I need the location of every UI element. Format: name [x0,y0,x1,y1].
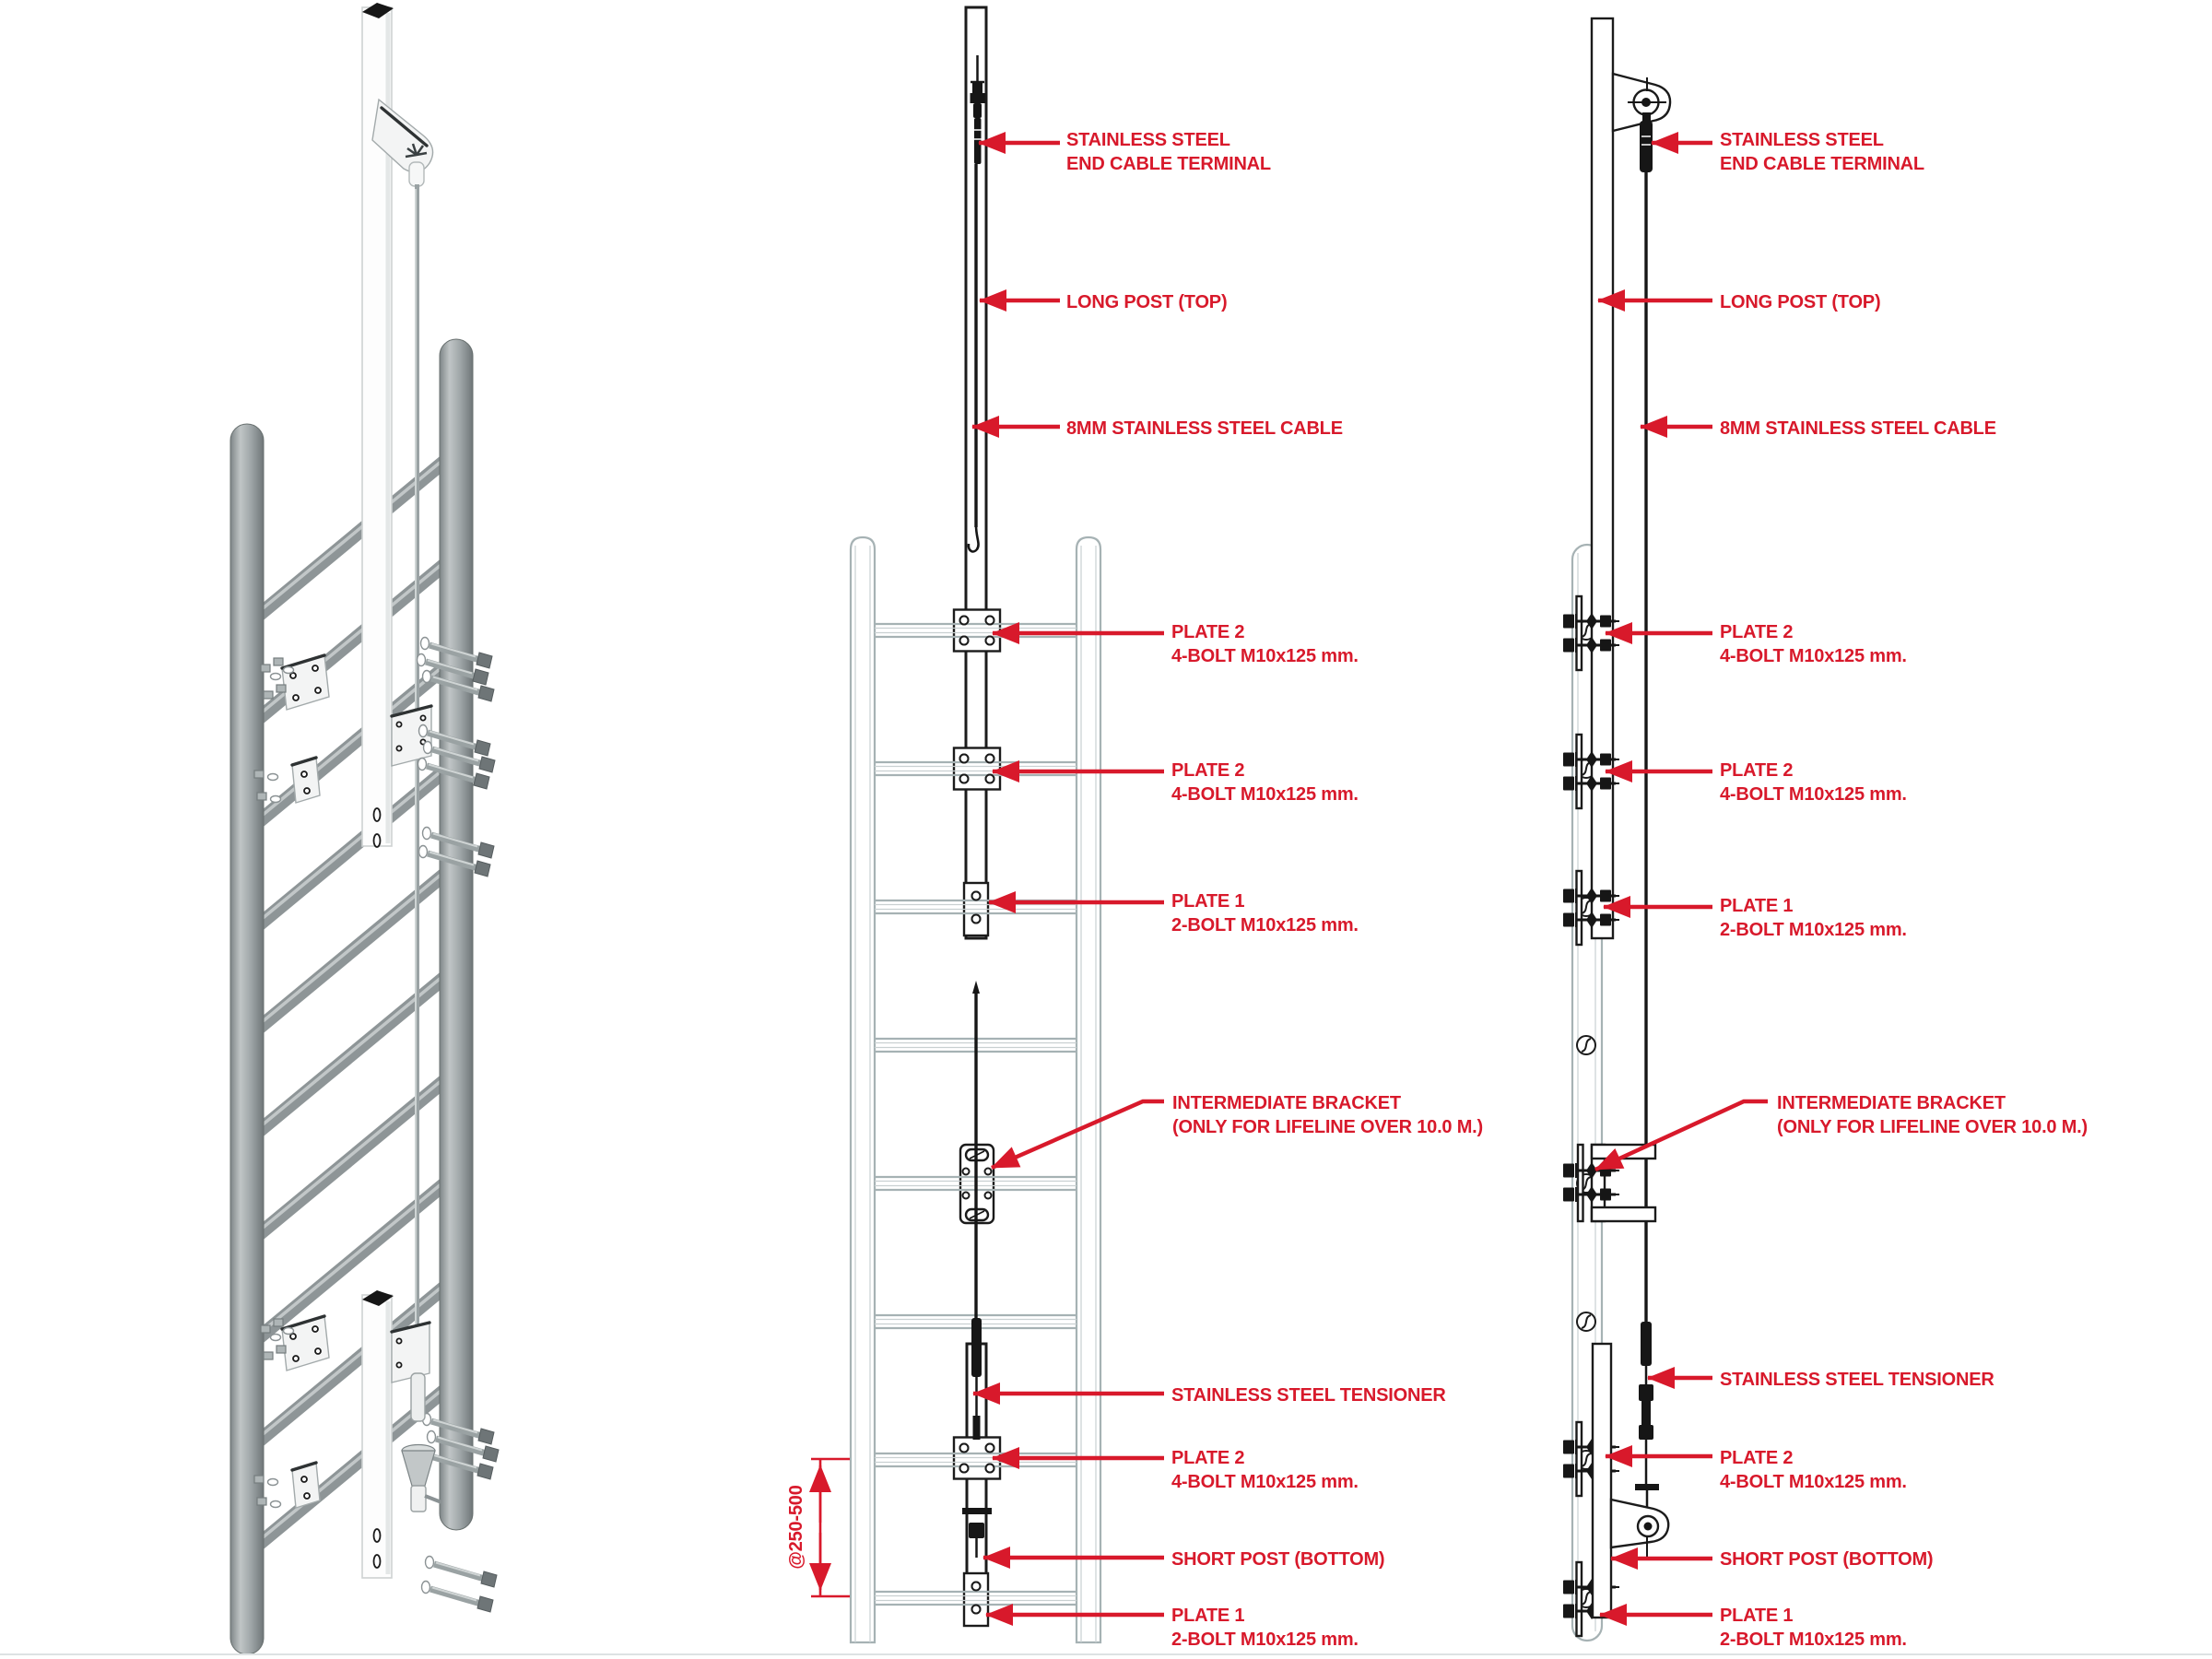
iso-post-mounting-plate [390,704,433,767]
front-label-end-cable-terminal: STAINLESS STEEL END CABLE TERMINAL [978,130,1271,174]
iso-ladder-rail-right [439,338,474,1531]
label-line: 2-BOLT M10x125 mm. [1171,915,1359,935]
label-line: (ONLY FOR LIFELINE OVER 10.0 M.) [1777,1117,2088,1137]
front-label-intermediate-bracket: INTERMEDIATE BRACKET (ONLY FOR LIFELINE … [991,1093,1483,1171]
label-line: STAINLESS STEEL [1066,130,1230,150]
side-label-end-cable-terminal: STAINLESS STEEL END CABLE TERMINAL [1651,130,1924,174]
label-line: PLATE 2 [1720,1448,1793,1468]
label-line: 4-BOLT M10x125 mm. [1720,646,1907,666]
label-line: 4-BOLT M10x125 mm. [1720,1472,1907,1492]
front-label-plate2-mid: PLATE 2 4-BOLT M10x125 mm. [992,760,1359,805]
side-label-intermediate-bracket: INTERMEDIATE BRACKET (ONLY FOR LIFELINE … [1594,1093,2088,1172]
leader-arrow [1594,1099,1768,1172]
label-line: PLATE 1 [1720,1606,1793,1626]
label-line: SHORT POST (BOTTOM) [1720,1549,1933,1570]
front-plate2-mid [952,747,1002,791]
front-ladder-rail-left [849,535,877,1644]
label-line: PLATE 1 [1171,891,1244,912]
side-bottom-bracket [1609,1498,1670,1558]
label-line: 2-BOLT M10x125 mm. [1720,1630,1907,1650]
label-line: PLATE 2 [1720,622,1793,642]
front-label-plate1-lower: PLATE 1 2-BOLT M10x125 mm. [985,1604,1359,1650]
iso-short-post [361,1290,394,1579]
label-line: PLATE 2 [1171,760,1244,781]
side-label-plate2-lower: PLATE 2 4-BOLT M10x125 mm. [1605,1445,1907,1492]
front-view: @250-500 STAINLESS STEEL END CABLE TERMI… [786,6,1483,1650]
front-label-plate2-upper: PLATE 2 4-BOLT M10x125 mm. [992,622,1359,666]
label-line: STAINLESS STEEL [1720,130,1884,150]
label-line: STAINLESS STEEL TENSIONER [1171,1385,1446,1406]
label-line: PLATE 2 [1171,1448,1244,1468]
label-line: LONG POST (TOP) [1066,292,1227,312]
side-short-post [1591,1342,1613,1619]
side-label-long-post: LONG POST (TOP) [1597,289,1881,312]
label-line: PLATE 1 [1720,896,1793,916]
front-cable-lower [972,981,980,1324]
label-line: 8MM STAINLESS STEEL CABLE [1066,418,1343,439]
iso-top-bracket [371,98,434,187]
side-long-post [1590,17,1615,940]
side-tensioner [1635,1322,1659,1519]
label-line: SHORT POST (BOTTOM) [1171,1549,1384,1570]
label-line: 8MM STAINLESS STEEL CABLE [1720,418,1996,439]
front-label-short-post: SHORT POST (BOTTOM) [982,1547,1385,1570]
iso-bolts-plate1-lower [422,1557,498,1613]
front-label-cable: 8MM STAINLESS STEEL CABLE [971,416,1343,439]
label-line: LONG POST (TOP) [1720,292,1880,312]
label-line: END CABLE TERMINAL [1066,154,1271,174]
isometric-view [229,3,499,1655]
label-line: 4-BOLT M10x125 mm. [1171,1472,1359,1492]
side-label-plate2-upper: PLATE 2 4-BOLT M10x125 mm. [1605,622,1907,666]
front-label-plate2-lower: PLATE 2 4-BOLT M10x125 mm. [992,1447,1359,1492]
side-label-short-post: SHORT POST (BOTTOM) [1610,1547,1934,1570]
label-line: (ONLY FOR LIFELINE OVER 10.0 M.) [1172,1117,1483,1137]
label-line: 4-BOLT M10x125 mm. [1171,784,1359,805]
label-line: STAINLESS STEEL TENSIONER [1720,1370,1994,1390]
side-end-cable-terminal [1640,112,1653,172]
label-line: INTERMEDIATE BRACKET [1172,1093,1401,1113]
front-label-tensioner: STAINLESS STEEL TENSIONER [972,1382,1447,1406]
front-plate2-upper [952,608,1002,653]
front-ladder-rail-right [1075,535,1102,1644]
shackle-pin-icon [405,143,428,159]
front-label-long-post: LONG POST (TOP) [979,289,1228,312]
dimension-text: @250-500 [786,1485,806,1569]
label-line: END CABLE TERMINAL [1720,154,1924,174]
side-label-plate1-upper: PLATE 1 2-BOLT M10x125 mm. [1603,896,1907,940]
side-plate-strips [1575,594,1584,1638]
label-line: PLATE 1 [1171,1606,1244,1626]
front-dimension-rung-spacing: @250-500 [786,1457,850,1598]
iso-exploded-plate1-lower [253,1461,322,1510]
side-label-plate2-mid: PLATE 2 4-BOLT M10x125 mm. [1605,760,1907,805]
iso-tensioner [390,1321,442,1512]
side-view: STAINLESS STEEL END CABLE TERMINAL LONG … [1561,17,2088,1650]
label-line: 2-BOLT M10x125 mm. [1720,920,1907,940]
side-label-plate1-lower: PLATE 1 2-BOLT M10x125 mm. [1599,1604,1907,1650]
iso-ladder-rail-left [229,423,265,1655]
label-line: 2-BOLT M10x125 mm. [1171,1630,1359,1650]
label-line: PLATE 2 [1171,622,1244,642]
label-line: 4-BOLT M10x125 mm. [1720,784,1907,805]
front-cable-upper [967,164,980,553]
label-line: INTERMEDIATE BRACKET [1777,1093,2006,1113]
label-line: PLATE 2 [1720,760,1793,781]
front-label-plate1-upper: PLATE 1 2-BOLT M10x125 mm. [988,891,1359,935]
leader-arrow [991,1099,1164,1171]
side-label-cable: 8MM STAINLESS STEEL CABLE [1640,416,1996,439]
label-line: 4-BOLT M10x125 mm. [1171,646,1359,666]
iso-cable [415,184,419,1375]
side-label-tensioner: STAINLESS STEEL TENSIONER [1647,1367,1995,1390]
